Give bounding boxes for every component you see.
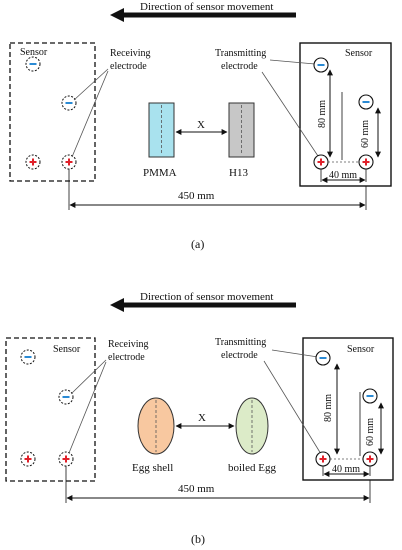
transmitting-electrode-minus-top (315, 350, 331, 366)
receiving-electrode-plus-left (25, 154, 41, 170)
dim-60-label: 60 mm (365, 418, 376, 446)
transmitting-label-line1: Transmitting (215, 48, 266, 59)
dim-40-label: 40 mm (332, 464, 360, 475)
left-sensor-label: Sensor (20, 47, 48, 58)
panel-b: Direction of sensor movement Sensor Rece… (5, 291, 394, 546)
object-left-label: PMMA (143, 167, 177, 179)
gap-label: X (198, 412, 206, 424)
transmitting-electrode-minus-top (313, 57, 329, 73)
caption-a: (a) (191, 237, 204, 251)
object-right-label: boiled Egg (228, 462, 276, 474)
right-sensor-box (302, 337, 394, 481)
gap-label: X (197, 119, 205, 131)
receiving-electrode-minus-mid (61, 95, 77, 111)
direction-label: Direction of sensor movement (140, 1, 274, 13)
receiving-electrode-plus-right (61, 154, 77, 170)
right-sensor-label: Sensor (345, 48, 373, 59)
transmitting-leader-1 (271, 349, 319, 358)
receiving-electrode-minus-top (25, 56, 41, 72)
direction-label: Direction of sensor movement (140, 291, 274, 303)
left-sensor-box (9, 42, 96, 182)
distance-label: 450 mm (178, 483, 215, 495)
receiving-electrode-plus-right (58, 451, 74, 467)
transmitting-leader-2 (263, 360, 322, 455)
transmitting-label-line2: electrode (221, 61, 258, 72)
right-sensor-label: Sensor (347, 344, 375, 355)
receiving-leader-2 (68, 361, 107, 454)
transmitting-label-line2: electrode (221, 350, 258, 361)
transmitting-leader-2 (261, 71, 319, 157)
receiving-label-line2: electrode (110, 61, 147, 72)
transmitting-electrode-plus-left (315, 451, 331, 467)
left-sensor-label: Sensor (53, 344, 81, 355)
receiving-electrode-plus-left (20, 451, 36, 467)
receiving-leader-2 (71, 70, 109, 158)
object-right-label: H13 (229, 167, 248, 179)
transmitting-label-line1: Transmitting (215, 337, 266, 348)
dim-40-label: 40 mm (329, 170, 357, 181)
receiving-label-line2: electrode (108, 352, 145, 363)
receiving-label-line1: Receiving (108, 339, 149, 350)
dim-60-label: 60 mm (360, 120, 371, 148)
receiving-leader-1 (71, 359, 107, 394)
right-sensor-box (299, 42, 392, 187)
receiving-electrode-minus-top (20, 349, 36, 365)
distance-label: 450 mm (178, 190, 215, 202)
receiving-label-line1: Receiving (110, 48, 151, 59)
object-left-label: Egg shell (132, 462, 173, 474)
transmitting-electrode-minus-right (358, 94, 374, 110)
transmitting-electrode-plus-right (358, 154, 374, 170)
transmitting-electrode-plus-right (362, 451, 378, 467)
receiving-leader-1 (73, 68, 109, 101)
dim-80-label: 80 mm (323, 394, 334, 422)
transmitting-leader-1 (269, 59, 316, 65)
transmitting-electrode-minus-right (362, 388, 378, 404)
direction-arrow (110, 8, 296, 22)
transmitting-electrode-plus-left (313, 154, 329, 170)
receiving-electrode-minus-mid (58, 389, 74, 405)
dim-80-label: 80 mm (317, 100, 328, 128)
panel-a: Direction of sensor movement Sensor Rece… (9, 1, 392, 251)
direction-arrow (110, 298, 296, 312)
left-sensor-box (5, 337, 96, 482)
caption-b: (b) (191, 532, 205, 546)
